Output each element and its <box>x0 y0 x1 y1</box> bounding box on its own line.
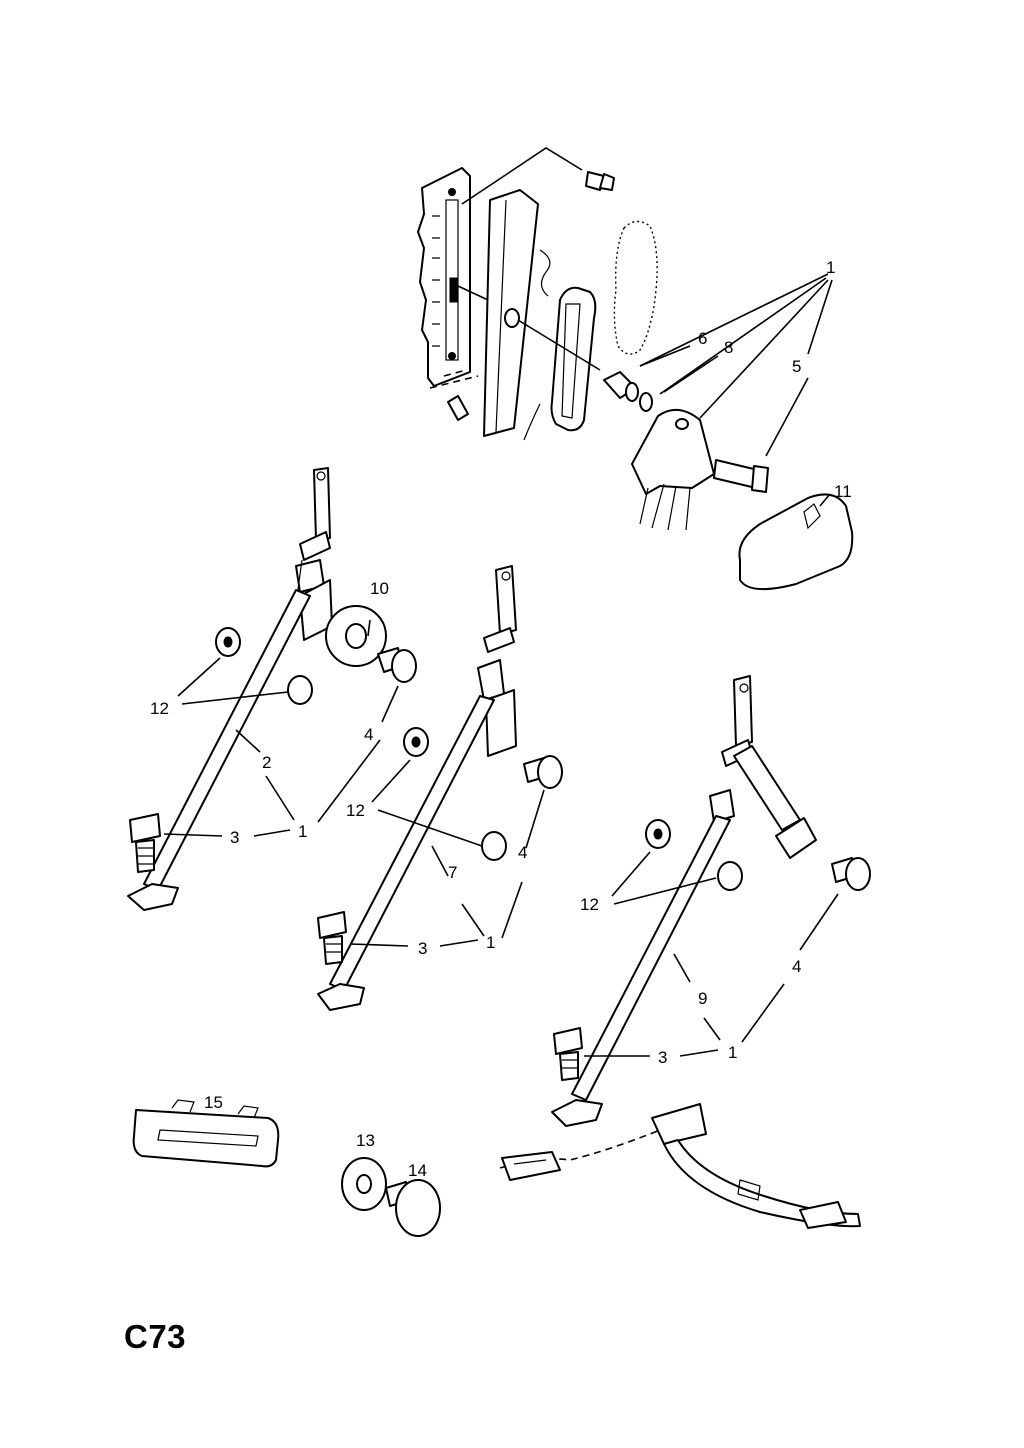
callout-12-middle: 12 <box>346 801 365 820</box>
seat-belt-left <box>127 467 333 911</box>
height-adjuster-assembly <box>417 147 854 591</box>
leader-lines <box>163 273 839 1057</box>
callout-labels: 1 6 8 5 11 10 12 4 2 3 1 12 4 7 3 1 12 4… <box>150 258 852 1180</box>
callout-1-middle: 1 <box>486 933 495 952</box>
callout-15: 15 <box>204 1093 223 1112</box>
callout-1-right: 1 <box>728 1043 737 1062</box>
callout-7: 7 <box>448 863 457 882</box>
page-code: C73 <box>124 1318 187 1355</box>
callout-14: 14 <box>408 1161 427 1180</box>
callout-1-left: 1 <box>298 822 307 841</box>
callout-5: 5 <box>792 357 801 376</box>
callout-12-right: 12 <box>580 895 599 914</box>
callout-4-left: 4 <box>364 725 373 744</box>
bottom-parts <box>132 1099 861 1237</box>
callout-9: 9 <box>698 989 707 1008</box>
seat-belt-right <box>551 675 817 1127</box>
callout-6: 6 <box>698 329 707 348</box>
callout-4-middle: 4 <box>518 843 527 862</box>
washer-and-bolt-left <box>215 605 417 705</box>
callout-4-right: 4 <box>792 957 801 976</box>
middle-small-parts <box>403 727 563 861</box>
callout-13: 13 <box>356 1131 375 1150</box>
callout-3-middle: 3 <box>418 939 427 958</box>
callout-11: 11 <box>834 482 852 501</box>
callout-8: 8 <box>724 338 733 357</box>
right-small-parts <box>645 819 871 891</box>
callout-3-right: 3 <box>658 1048 667 1067</box>
callout-10: 10 <box>370 579 389 598</box>
seat-belt-middle <box>317 565 517 1011</box>
callout-1-top: 1 <box>826 258 835 277</box>
callout-12-left: 12 <box>150 699 169 718</box>
callout-2: 2 <box>262 753 271 772</box>
callout-3-left: 3 <box>230 828 239 847</box>
